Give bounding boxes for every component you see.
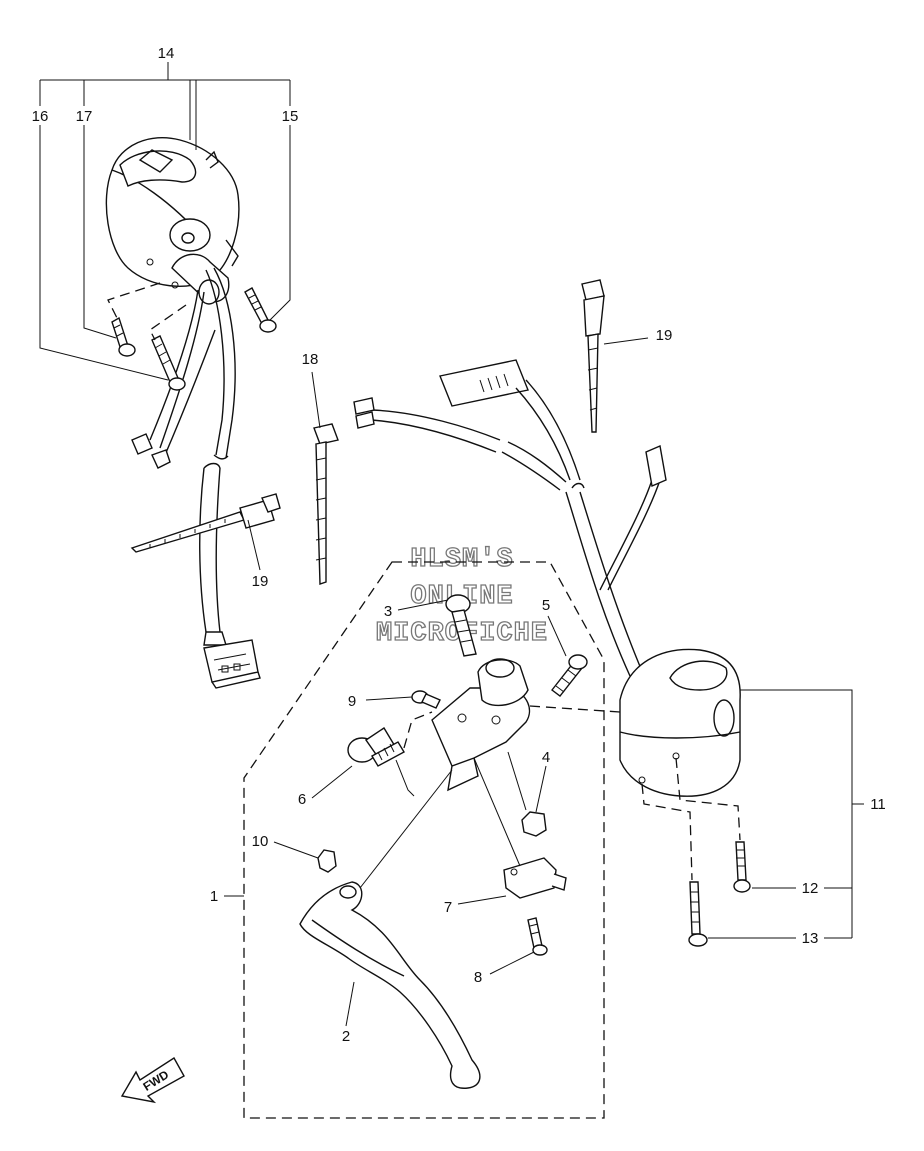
guide-11 [529,705,621,713]
cable-tie-19-right [581,279,605,433]
callout-17: 17 [76,108,93,125]
screw-9 [411,690,441,709]
screw-16 [151,335,186,391]
guide-6b [395,759,415,797]
clutch-switch-7 [503,857,567,899]
left-handlebar-switch [105,136,240,305]
leader-6 [311,765,353,799]
left-switch-cables [131,267,236,633]
callout-18: 18 [302,351,319,368]
screw-8 [527,917,548,956]
guide-12 [675,757,741,841]
leader-3 [397,599,449,611]
callout-8: 8 [474,969,482,986]
guide-13 [641,783,693,881]
callout-7: 7 [444,899,452,916]
callout-16: 16 [32,108,49,125]
leader-19-right [603,337,649,345]
callout-15: 15 [282,108,299,125]
leaders-right [708,689,864,939]
forward-direction-badge: FWD [120,1057,185,1104]
cable-tie-19-left [130,493,281,553]
screw-13 [688,881,708,947]
left-switch-connector [203,631,261,689]
screw-12 [733,841,751,893]
callout-9: 9 [348,693,356,710]
callout-labels: 14 16 17 15 18 19 19 3 5 9 4 6 10 1 7 8 … [32,45,886,1045]
leader-9 [365,696,413,701]
wire-harness [353,359,667,677]
screw-3 [445,594,477,657]
assembly-guide-lines-left [107,282,187,341]
screw-15 [244,287,277,333]
callout-2: 2 [342,1028,350,1045]
nut-4 [521,811,547,837]
callout-19-right: 19 [656,327,673,344]
guide-2 [359,769,453,889]
screw-17 [111,316,136,357]
callout-4: 4 [542,749,550,766]
leader-4 [535,765,547,813]
bolt-6 [347,727,405,767]
callout-6: 6 [298,791,306,808]
callout-3: 3 [384,603,392,620]
callout-1: 1 [210,888,218,905]
right-handlebar-switch [619,648,741,797]
cable-tie-18 [313,423,339,585]
watermark-line-1: HLSM'S [410,545,513,575]
callout-5: 5 [542,597,550,614]
leader-18 [311,371,321,429]
leader-5 [547,615,567,657]
collar-10 [317,849,337,873]
leader-2 [345,981,355,1027]
leader-8 [489,951,535,975]
leader-19-left [247,519,261,571]
lever-assembly-outline [243,561,605,1119]
callout-13: 13 [802,930,819,947]
guide-7 [473,757,521,867]
leaders-upper-left [39,62,291,381]
guide-4 [507,751,527,811]
leader-10 [273,841,319,859]
callout-10: 10 [252,833,269,850]
callout-19-left: 19 [252,573,269,590]
lever-bracket [431,658,531,792]
screw-5 [551,654,588,697]
callout-14: 14 [158,45,175,62]
callout-11: 11 [870,796,886,813]
clutch-lever-2 [299,881,481,1089]
guide-6 [403,711,433,749]
leader-7 [457,895,507,905]
callout-12: 12 [802,880,819,897]
